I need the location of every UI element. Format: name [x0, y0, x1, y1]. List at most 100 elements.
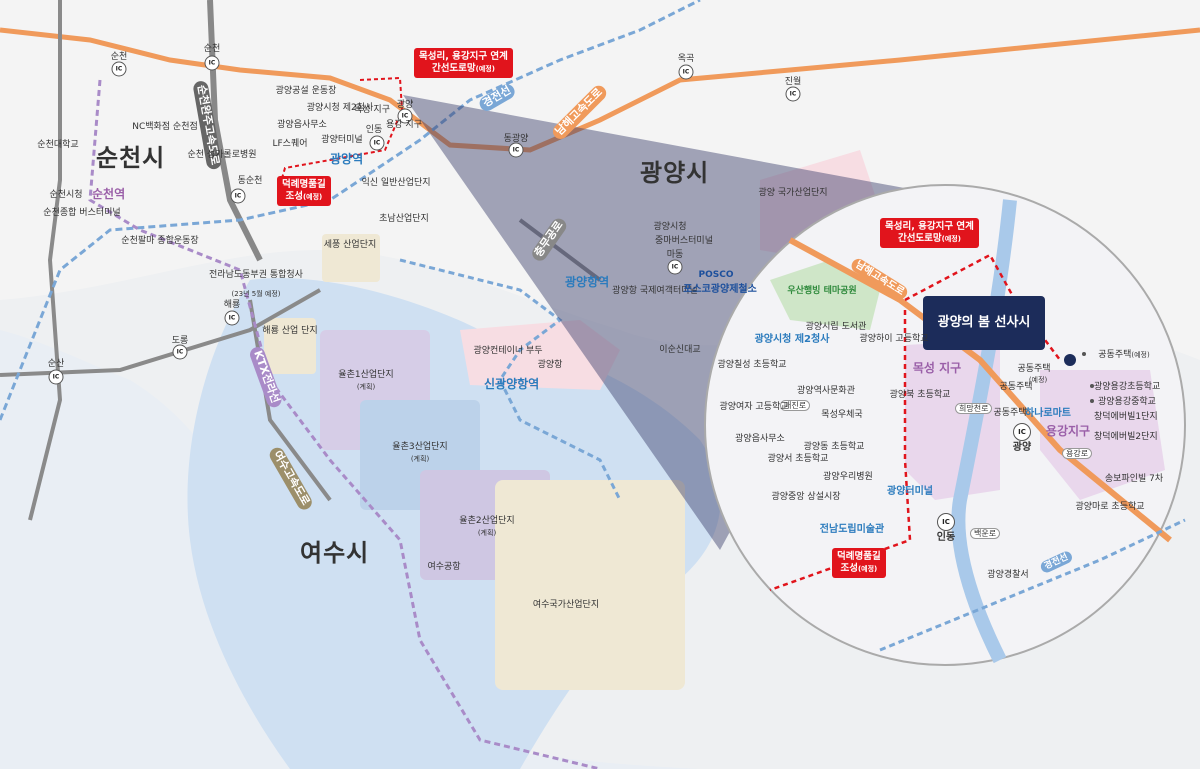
callout-dukrye-inset-suffix: (예정) — [857, 564, 878, 573]
inset-rail — [879, 518, 1186, 652]
sea-area — [0, 330, 700, 769]
inset-gwangyang-terminal: 광양터미널 — [887, 486, 933, 497]
station-gwangyang: 광양역 — [330, 152, 364, 166]
callout-dukrye-top: 덕례명품길 조성(예정) — [277, 176, 331, 206]
ic-dong-gwangyang: IC — [508, 142, 524, 158]
callout-dukrye-inset-line1: 덕례명품길 — [837, 551, 881, 562]
ic-gwangyang: IC — [397, 108, 413, 124]
label-gwangyang-stadium: 광양공설 운동장 — [275, 86, 337, 96]
top-link-route — [279, 76, 404, 186]
inset-gwangyang-dong-elem: 광양동 초등학교 — [803, 442, 865, 452]
inset-yonggang-middle: 광양용강중학교 — [1098, 397, 1156, 407]
label-suncheon-palma: 순천팔마 종합운동장 — [121, 236, 199, 246]
label-yeosu-nat-industry: 여수국가산업단지 — [532, 600, 600, 610]
label-suncheon-cityhall: 순천시청 — [49, 190, 83, 200]
ic-suncheon-1: IC — [111, 61, 127, 77]
ic-indong-inset-label: 인동 — [936, 532, 956, 543]
callout-dukrye-top-line2: 조성(예정) — [282, 191, 326, 203]
label-gwangyang-container: 광양컨테이너 부두 — [473, 346, 543, 356]
label-haeryong-industry: 해룡 산업 단지 — [262, 326, 318, 336]
callout-dukrye-inset-main: 조성 — [840, 562, 858, 574]
label-yulchon1-note: (계획) — [356, 383, 376, 391]
label-jungma-bus: 중마버스터미널 — [655, 236, 713, 246]
ic-gwangyang-label: 광양 — [396, 100, 414, 110]
callout-link-road-top-line2: 간선도로망(예정) — [419, 63, 508, 75]
rail-port — [399, 258, 622, 501]
inset-gwangyang-north-elem: 광양북 초등학교 — [889, 390, 951, 400]
callout-link-road-inset: 목성리, 용강지구 연계 간선도로망(예정) — [880, 218, 979, 248]
callout-link-road-inset-line2: 간선도로망(예정) — [885, 233, 974, 245]
callout-dukrye-top-suffix: (예정) — [302, 192, 323, 201]
callout-dukrye-inset: 덕례명품길 조성(예정) — [832, 548, 886, 578]
label-jeonnam-free-zone: 전라남도동부권 통합청사 — [209, 270, 303, 280]
ic-okgok: IC — [678, 64, 694, 80]
zone-container-port — [460, 320, 620, 390]
inset-mokseong-church: 목성우체국 — [821, 410, 863, 420]
label-gwangyang-cityhall2: 광양시청 제2청사 — [306, 103, 374, 113]
callout-link-road-inset-line1: 목성리, 용강지구 연계 — [885, 221, 974, 232]
label-gwangyang-port-ferry: 광양항 국제여객터미널 — [612, 286, 698, 296]
site-marker — [1064, 354, 1076, 366]
ic-suncheon-2: IC — [204, 55, 220, 71]
inset-changdeok2: 창덕에버빌2단지 — [1094, 432, 1158, 442]
ic-suncheon-2-label: 순천 — [203, 44, 221, 54]
callout-link-road-top: 목성리, 용강지구 연계 간선도로망(예정) — [414, 48, 513, 78]
zone-haeryong — [264, 318, 316, 374]
label-yulchon1: 율촌1산업단지 — [338, 370, 394, 380]
inset-river — [951, 199, 1017, 664]
label-jeonnam-free-zone-note: (23년 5월 예정) — [231, 290, 281, 298]
ic-sunsan-label: 순산 — [47, 359, 65, 369]
ic-dorong: IC — [172, 344, 188, 360]
inset-hanaro-mart: 하나로마트 — [1025, 408, 1071, 419]
label-yonggang-top: 용강 지구 — [386, 120, 422, 130]
inset-gongdong-apt-top: 공동주택(예정) — [1098, 350, 1149, 360]
ic-sunsan: IC — [48, 369, 64, 385]
inset-gongdong-apt3: 공동주택 — [993, 408, 1027, 418]
ic-madong-label: 마동 — [666, 250, 684, 260]
rail-ktx — [88, 79, 601, 769]
ic-gwangyang-inset-label: 광양 — [1012, 442, 1032, 453]
ic-dong-gwangyang-label: 동광양 — [503, 134, 529, 144]
label-isunsin-bridge: 이순신대교 — [659, 345, 701, 355]
inset-link-route-2 — [904, 253, 1061, 361]
label-baekunro: 백운로 — [970, 528, 1001, 540]
label-yeosu-airport: 여수공항 — [427, 562, 461, 572]
expressway-namhae — [0, 27, 1200, 153]
inset-art-museum: 전남도립미술관 — [819, 524, 885, 535]
label-nc-suncheon: NC백화점 순천점 — [132, 122, 198, 132]
callout-link-road-top-main: 간선도로망 — [431, 62, 476, 74]
inset-yonggang — [1040, 370, 1165, 500]
brand-logo-text: 광양의 봄 선사시 — [937, 315, 1031, 330]
road-chungmugong — [518, 218, 602, 282]
road-yeosu — [248, 299, 332, 502]
label-suncheon-university: 순천대학교 — [37, 140, 79, 150]
station-new-gwangyang-port: 신광양항역 — [484, 377, 540, 391]
inset-songbo: 송보파인빌 7차 — [1104, 474, 1164, 484]
inset-gongdong-apt: 공동주택 — [1017, 364, 1051, 374]
label-seongga-hospital: 순천 성가롤로병원 — [187, 150, 257, 160]
label-yulchon2: 율촌2산업단지 — [459, 516, 515, 526]
inset-gwangyang-office: 광양읍사무소 — [735, 434, 785, 444]
ic-dongsuncheon: IC — [230, 188, 246, 204]
ic-suncheon-1-label: 순천 — [110, 52, 128, 62]
station-suncheon: 순천역 — [92, 187, 126, 201]
label-posco-logo: POSCO — [698, 270, 734, 280]
label-posco: 포스코광양제철소 — [683, 284, 757, 295]
label-gwangyang-cityhall: 광양시청 — [653, 222, 687, 232]
ic-madong: IC — [667, 259, 683, 275]
label-sejong: 세풍 산업단지 — [323, 240, 377, 250]
ic-okgok-label: 옥곡 — [677, 54, 695, 64]
label-gwangyang-nat-industry: 광양 국가산업단지 — [758, 188, 828, 198]
label-lf-square: LF스퀘어 — [272, 139, 308, 149]
callout-dukrye-top-main: 조성 — [285, 190, 303, 202]
ic-jinwol-label: 진월 — [784, 77, 802, 87]
label-yulchon3-note: (계획) — [410, 455, 430, 463]
ic-dorong-label: 도롱 — [171, 336, 189, 346]
label-huirangcheonro: 희망천로 — [955, 403, 993, 415]
callout-link-road-inset-suffix: (예정) — [941, 234, 961, 243]
ic-haeryong-label: 해룡 — [223, 300, 241, 310]
zoom-wedge — [403, 95, 915, 550]
label-yulchon3: 율촌3산업단지 — [392, 442, 448, 452]
inset-gwangyang-ilsil: 광양칠성 초등학교 — [717, 360, 787, 370]
